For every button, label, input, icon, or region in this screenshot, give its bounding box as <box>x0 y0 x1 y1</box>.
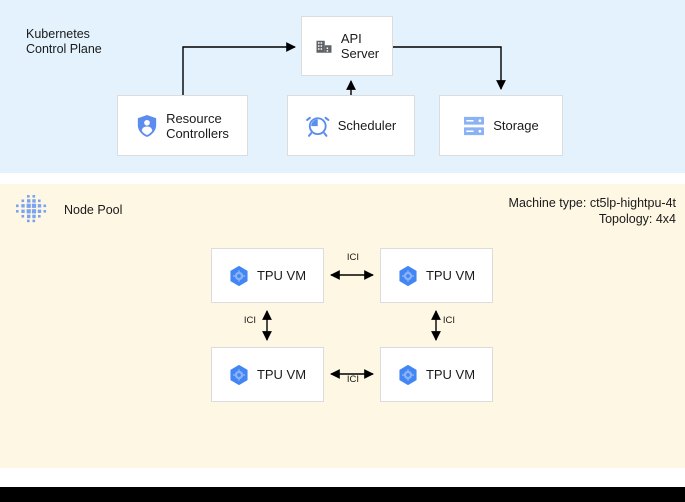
control-plane-title: Kubernetes Control Plane <box>26 27 102 56</box>
box-scheduler-label: Scheduler <box>337 118 397 133</box>
node-pool-title: Node Pool <box>64 203 123 217</box>
ici-label-left: ICI <box>243 315 257 326</box>
box-api-server[interactable]: API Server <box>301 16 393 76</box>
tpu-hex-icon <box>398 364 418 386</box>
box-tpu-vm-2[interactable]: TPU VM <box>380 248 493 303</box>
box-resource-controllers-label: Resource Controllers <box>166 110 229 141</box>
alarm-clock-icon <box>305 114 330 138</box>
node-pool-meta: Machine type: ct5lp-hightpu-4t Topology:… <box>509 195 676 227</box>
box-tpu-vm-4[interactable]: TPU VM <box>380 347 493 402</box>
cluster-dots-icon <box>16 195 47 223</box>
box-tpu-vm-1[interactable]: TPU VM <box>211 248 324 303</box>
box-tpu-vm-3-label: TPU VM <box>256 367 307 382</box>
box-tpu-vm-3[interactable]: TPU VM <box>211 347 324 402</box>
tpu-hex-icon <box>398 265 418 287</box>
bottom-bar <box>0 487 685 502</box>
box-tpu-vm-4-label: TPU VM <box>425 367 476 382</box>
box-resource-controllers[interactable]: Resource Controllers <box>117 95 248 156</box>
shield-person-icon <box>136 114 158 138</box>
box-api-server-label: API Server <box>340 31 380 61</box>
machine-type-label: Machine type: ct5lp-hightpu-4t <box>508 196 676 210</box>
server-storage-icon <box>463 116 485 136</box>
box-scheduler[interactable]: Scheduler <box>287 95 415 156</box>
ici-label-bottom: ICI <box>346 374 360 385</box>
box-tpu-vm-1-label: TPU VM <box>256 268 307 283</box>
building-icon <box>315 37 333 55</box>
topology-label: Topology: 4x4 <box>598 212 676 226</box>
tpu-hex-icon <box>229 364 249 386</box>
node-pool-panel <box>0 184 685 468</box>
box-storage-label: Storage <box>493 118 539 133</box>
ici-label-right: ICI <box>442 315 456 326</box>
box-tpu-vm-2-label: TPU VM <box>425 268 476 283</box>
tpu-hex-icon <box>229 265 249 287</box>
ici-label-top: ICI <box>346 252 360 263</box>
box-storage[interactable]: Storage <box>439 95 563 156</box>
